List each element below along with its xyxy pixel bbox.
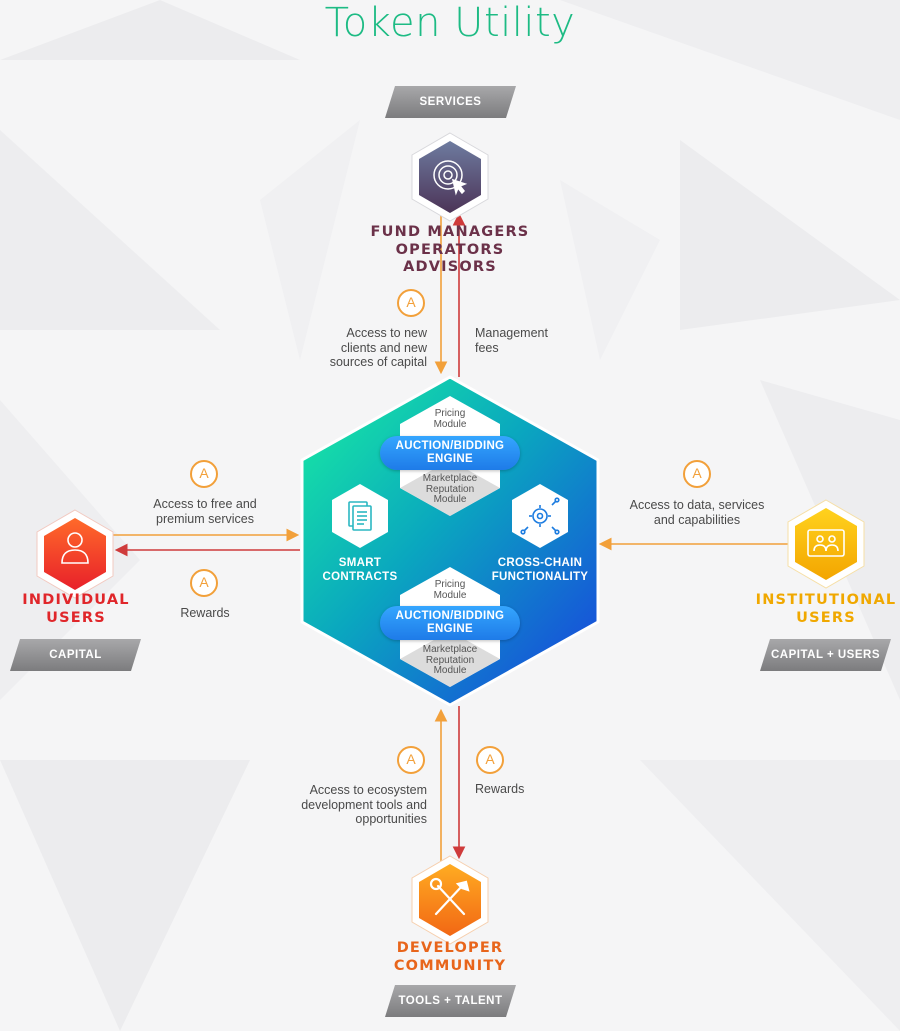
capital-tag: CAPITAL (10, 639, 141, 671)
individual-users-node (44, 518, 106, 590)
flow-label-left-bottom: Rewards (180, 606, 230, 620)
marketplace-module-label: Marketplace Reputation Module (422, 473, 478, 505)
token-symbol: A (199, 465, 209, 481)
cross-chain-hexagon (512, 484, 568, 548)
group-board-icon (807, 529, 845, 557)
token-symbol: A (199, 574, 209, 590)
token-symbol: A (406, 751, 416, 767)
flow-label-top-left: Access to new clients and new sources of… (329, 326, 427, 369)
token-a-icon (190, 289, 711, 774)
token-symbol: A (485, 751, 495, 767)
token-symbol: A (692, 465, 702, 481)
user-icon (61, 532, 89, 564)
target-cursor-icon (433, 160, 468, 196)
flow-label-bottom-right: Rewards (475, 782, 525, 796)
pricing-module-label: Pricing Module (433, 408, 467, 430)
tools-talent-tag: TOOLS + TALENT (385, 985, 516, 1017)
auction-engine-pill: AUCTION/BIDDING ENGINE (380, 436, 520, 470)
individual-users-label: INDIVIDUAL USERS (22, 592, 130, 626)
flow-label-right: Access to data, services and capabilitie… (629, 498, 765, 527)
gear-network-icon (520, 497, 560, 535)
fund-managers-label: FUND MANAGERS OPERATORS ADVISORS (370, 224, 530, 275)
cross-chain-label: CROSS-CHAIN FUNCTIONALITY (491, 557, 589, 583)
flow-label-top-right: Management fees (475, 326, 548, 355)
fund-managers-node (419, 141, 481, 213)
pricing-module-label: Pricing Module (433, 579, 467, 601)
capital-users-tag: CAPITAL + USERS (760, 639, 891, 671)
tools-icon (429, 877, 470, 916)
institutional-users-node (795, 508, 857, 580)
flow-label-bottom-left: Access to ecosystem development tools an… (301, 783, 427, 826)
document-icon (348, 501, 372, 531)
developer-community-label: DEVELOPER COMMUNITY (393, 940, 507, 974)
auction-engine-pill: AUCTION/BIDDING ENGINE (380, 606, 520, 640)
token-symbol: A (406, 294, 416, 310)
smart-contracts-label: SMART CONTRACTS (322, 557, 398, 583)
marketplace-module-label: Marketplace Reputation Module (422, 644, 478, 676)
services-tag: SERVICES (385, 86, 516, 118)
flow-label-left-top: Access to free and premium services (153, 497, 257, 526)
page-title: Token Utility (324, 0, 576, 46)
institutional-users-label: INSTITUTIONAL USERS (755, 592, 897, 626)
hub-hexagon (300, 375, 600, 707)
